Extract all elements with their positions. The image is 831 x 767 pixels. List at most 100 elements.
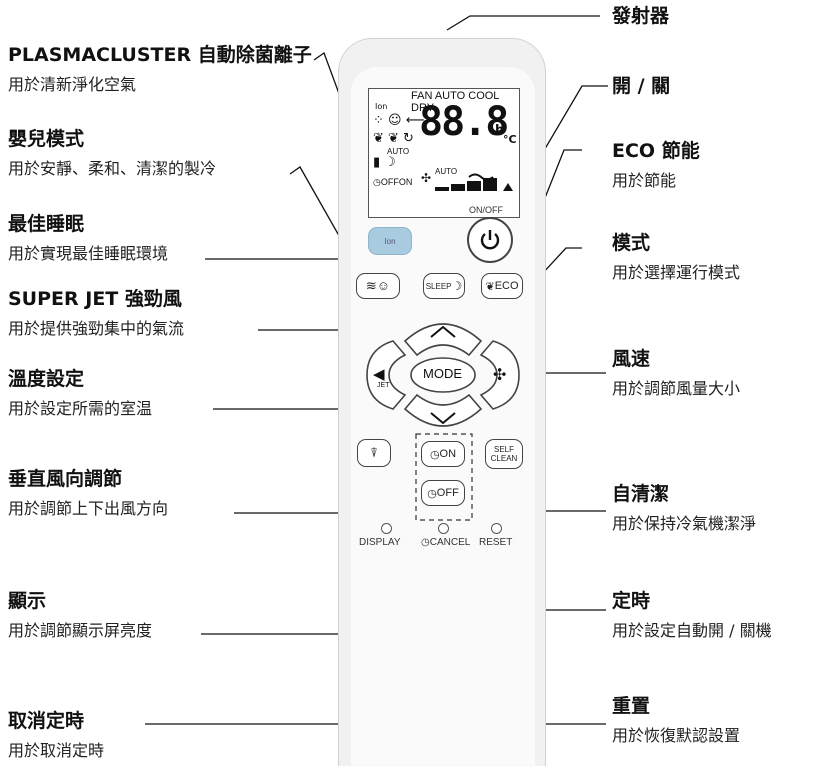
superjet-desc: 用於提供強勁集中的氣流 xyxy=(8,319,185,338)
jet-icon: ◀ xyxy=(373,365,385,383)
reset-pinhole[interactable] xyxy=(491,523,502,534)
mode-title: 模式 xyxy=(612,232,651,254)
temp-down-button[interactable] xyxy=(403,393,483,427)
clock-icon: ◷ xyxy=(427,487,437,500)
power-icon xyxy=(480,230,500,250)
down-arrow-icon xyxy=(430,412,456,425)
emitter-title: 發射器 xyxy=(612,5,670,27)
timer-on-label: ON xyxy=(439,448,457,460)
timer-on-button[interactable]: ◷ON xyxy=(421,441,465,467)
sleep-title: 最佳睡眠 xyxy=(8,213,85,235)
sleep-desc: 用於實現最佳睡眠環境 xyxy=(8,244,169,263)
baby-title: 嬰兒模式 xyxy=(8,128,85,150)
vertical-swing-button[interactable]: ⍒ xyxy=(357,439,391,467)
mode-button[interactable] xyxy=(410,357,476,393)
display-desc: 用於調節顯示屏亮度 xyxy=(8,621,153,640)
lcd-battery-icons: ▮ ☽ xyxy=(373,155,396,170)
clock-icon: ◷ xyxy=(429,448,440,461)
lcd-unit-c: °C xyxy=(503,133,517,146)
eco-title: ECO 節能 xyxy=(612,140,700,162)
fan-desc: 用於調節風量大小 xyxy=(612,379,741,398)
lcd-fan-auto: AUTO xyxy=(435,167,458,176)
lcd-mode-labels: FAN AUTO COOL DRY xyxy=(411,90,500,114)
mode-label: MODE xyxy=(423,366,462,381)
fan-title: 風速 xyxy=(612,348,651,370)
temp-desc: 用於設定所需的室温 xyxy=(8,399,153,418)
label-display: 顯示 用於調節顯示屏亮度 xyxy=(8,590,152,641)
selfclean-desc: 用於保持冷氣機潔淨 xyxy=(612,514,757,533)
timer-dashed-box xyxy=(415,433,473,521)
lcd-unit-h: h xyxy=(495,123,505,138)
selfclean-title: 自清潔 xyxy=(612,483,670,505)
lcd-mode-icons: ❦ ❦ ↻ xyxy=(373,131,414,146)
self-clean-label-1: SELF xyxy=(493,445,514,454)
sleep-button[interactable]: SLEEP☽ xyxy=(423,273,465,299)
dpad xyxy=(366,323,520,427)
remote-control: FAN AUTO COOL DRY Ion ⁘ ☺ ⟵ ❦ ❦ ↻ AUTO ▮… xyxy=(338,38,546,767)
lcd-fan-bars xyxy=(435,173,513,191)
reset-desc: 用於恢復默認設置 xyxy=(612,726,741,745)
label-sleep: 最佳睡眠 用於實現最佳睡眠環境 xyxy=(8,213,168,264)
vertical-title: 垂直風向調節 xyxy=(8,468,123,490)
lcd-screen: FAN AUTO COOL DRY Ion ⁘ ☺ ⟵ ❦ ❦ ↻ AUTO ▮… xyxy=(368,88,520,218)
fan-icon: ✣ xyxy=(493,365,507,384)
power-button[interactable] xyxy=(467,217,513,263)
baby-mode-button[interactable]: ≋☺ xyxy=(356,273,400,299)
label-plasmacluster: PLASMACLUSTER 自動除菌離子 用於清新淨化空氣 xyxy=(8,44,312,95)
lcd-digits: 88.8 xyxy=(419,99,509,145)
plasmacluster-title: PLASMACLUSTER 自動除菌離子 xyxy=(8,44,312,66)
jet-label: JET xyxy=(377,382,390,389)
label-emitter: 發射器 xyxy=(612,5,669,27)
timer-desc: 用於設定自動開 / 關機 xyxy=(612,621,772,640)
eco-desc: 用於節能 xyxy=(612,171,677,190)
display-title: 顯示 xyxy=(8,590,47,612)
line-emitter xyxy=(446,15,600,31)
label-cancel: 取消定時 用於取消定時 xyxy=(8,710,104,761)
lcd-leaf-icons: ⁘ ☺ ⟵ xyxy=(373,113,425,128)
baby-icon: ≋☺ xyxy=(365,278,391,293)
label-fan: 風速 用於調節風量大小 xyxy=(612,348,740,399)
moon-icon: ☽ xyxy=(451,279,463,293)
label-timer: 定時 用於設定自動開 / 關機 xyxy=(612,590,772,641)
jet-button[interactable] xyxy=(366,340,407,410)
cancel-caption-text: CANCEL xyxy=(429,537,471,548)
eco-button[interactable]: ❦ECO xyxy=(481,273,523,299)
cancel-title: 取消定時 xyxy=(8,710,85,732)
timer-title: 定時 xyxy=(612,590,651,612)
cancel-desc: 用於取消定時 xyxy=(8,741,105,760)
sleep-label: SLEEP xyxy=(425,281,452,291)
display-caption: DISPLAY xyxy=(359,537,401,548)
label-selfclean: 自清潔 用於保持冷氣機潔淨 xyxy=(612,483,756,534)
cancel-caption: ◷CANCEL xyxy=(421,537,471,548)
label-onoff: 開 / 關 xyxy=(612,75,670,97)
timer-off-button[interactable]: ◷OFF xyxy=(421,480,465,506)
reset-title: 重置 xyxy=(612,695,651,717)
label-eco: ECO 節能 用於節能 xyxy=(612,140,700,191)
baby-desc: 用於安靜、柔和、清潔的製冷 xyxy=(8,159,217,178)
label-reset: 重置 用於恢復默認設置 xyxy=(612,695,740,746)
superjet-title: SUPER JET 強勁風 xyxy=(8,288,182,310)
self-clean-button[interactable]: SELF CLEAN xyxy=(485,439,523,469)
cancel-pinhole[interactable] xyxy=(438,523,449,534)
vertical-desc: 用於調節上下出風方向 xyxy=(8,499,169,518)
plasmacluster-button[interactable]: Ion xyxy=(368,227,412,255)
label-superjet: SUPER JET 強勁風 用於提供強勁集中的氣流 xyxy=(8,288,184,339)
mode-desc: 用於選擇運行模式 xyxy=(612,263,741,282)
lcd-fan-icon: ✣ xyxy=(421,171,432,185)
ion-icon: Ion xyxy=(384,236,396,246)
lcd-ion-label: Ion xyxy=(375,102,388,111)
swing-icon: ⍒ xyxy=(370,445,378,460)
temp-up-button[interactable] xyxy=(403,323,483,357)
onoff-title: 開 / 關 xyxy=(612,75,671,97)
fan-speed-button[interactable] xyxy=(479,340,520,410)
lcd-onoff: ◷OFFON xyxy=(373,177,413,187)
timer-off-label: OFF xyxy=(436,487,459,499)
label-baby: 嬰兒模式 用於安靜、柔和、清潔的製冷 xyxy=(8,128,216,179)
up-arrow-icon xyxy=(430,325,456,338)
power-caption: ON/OFF xyxy=(469,205,503,215)
self-clean-label-2: CLEAN xyxy=(490,454,518,463)
lcd-auto-small: AUTO xyxy=(387,147,410,156)
plasmacluster-desc: 用於清新淨化空氣 xyxy=(8,75,137,94)
label-vertical: 垂直風向調節 用於調節上下出風方向 xyxy=(8,468,168,519)
display-pinhole[interactable] xyxy=(381,523,392,534)
